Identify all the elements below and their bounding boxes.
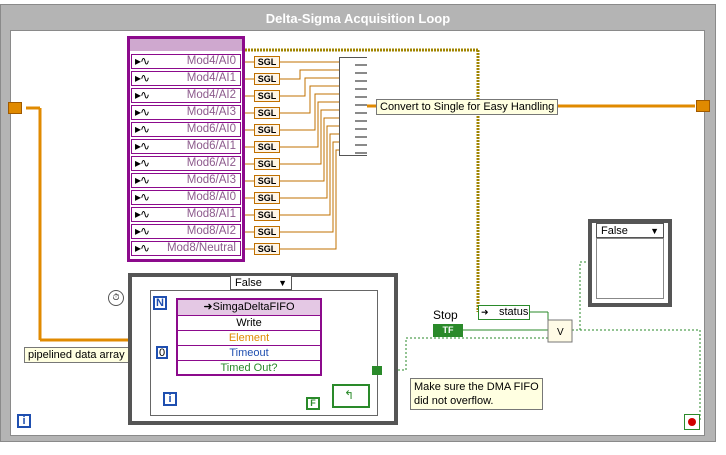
fifo-name-label: SimgaDeltaFIFO (212, 301, 295, 313)
channel-label: Mod6/AI1 (186, 140, 236, 152)
waveform-icon: ▸∿ (135, 156, 150, 170)
fifo-element: Element (178, 330, 320, 346)
waveform-icon: ▸∿ (135, 139, 150, 153)
to-single-node[interactable]: SGL (254, 73, 280, 85)
channel-item[interactable]: ▸∿ Mod6/AI2 (131, 156, 241, 171)
channel-item[interactable]: ▸∿ Mod8/AI1 (131, 207, 241, 222)
fifo-method: Write (178, 315, 320, 331)
comment-pipelined: pipelined data array (24, 347, 129, 363)
waveform-icon: ▸∿ (135, 224, 150, 238)
to-single-node[interactable]: SGL (254, 124, 280, 136)
waveform-icon: ▸∿ (135, 173, 150, 187)
shift-register-left[interactable] (8, 102, 22, 114)
channel-label: Mod4/AI2 (186, 89, 236, 101)
case-structure-2-body (596, 238, 664, 299)
channel-item[interactable]: ▸∿ Mod4/AI3 (131, 105, 241, 120)
channel-label: Mod6/AI2 (186, 157, 236, 169)
comment-convert: Convert to Single for Easy Handling (376, 99, 559, 115)
loop-count-terminal: N (153, 296, 167, 310)
channel-item[interactable]: ▸∿ Mod6/AI3 (131, 173, 241, 188)
channel-label: Mod8/AI2 (186, 225, 236, 237)
channel-label: Mod4/AI1 (186, 72, 236, 84)
channel-item[interactable]: ▸∿ Mod4/AI0 (131, 54, 241, 69)
status-unbundle[interactable]: ➜ status (478, 305, 530, 320)
channel-item[interactable]: ▸∿ Mod8/Neutral (131, 241, 241, 256)
channel-item[interactable]: ▸∿ Mod4/AI1 (131, 71, 241, 86)
timeout-constant[interactable]: 0 (156, 346, 168, 359)
stop-dot-icon (688, 418, 696, 426)
waveform-icon: ▸∿ (135, 207, 150, 221)
case-selector-2[interactable]: False ▼ (596, 223, 664, 238)
to-single-node[interactable]: SGL (254, 226, 280, 238)
channel-label: Mod6/AI3 (186, 174, 236, 186)
loop-iteration-terminal: i (163, 392, 177, 406)
build-array-terminals (355, 58, 367, 155)
channel-label: Mod6/AI0 (186, 123, 236, 135)
to-single-node[interactable]: SGL (254, 141, 280, 153)
channel-wires (241, 61, 339, 250)
while-iteration-terminal: i (17, 414, 31, 428)
channel-item[interactable]: ▸∿ Mod6/AI1 (131, 139, 241, 154)
stop-conditional-terminal[interactable] (684, 414, 700, 430)
case-selector[interactable]: False ▼ (230, 275, 292, 290)
channel-label: Mod4/AI0 (186, 55, 236, 67)
channel-item[interactable]: ▸∿ Mod8/AI0 (131, 190, 241, 205)
to-single-node[interactable]: SGL (254, 192, 280, 204)
case-selector-value: False (235, 277, 262, 289)
waveform-icon: ▸∿ (135, 54, 150, 68)
waveform-icon: ▸∿ (135, 105, 150, 119)
stop-terminal[interactable]: TF (433, 324, 463, 337)
unbundle-arrow-icon: ➜ (481, 307, 489, 317)
case-selector-2-value: False (601, 225, 628, 237)
case-output-tunnel (372, 366, 382, 375)
to-single-node[interactable]: SGL (254, 158, 280, 170)
feedback-arrow-icon: ↰ (344, 388, 355, 402)
fifo-name: ➜SimgaDeltaFIFO (178, 300, 320, 315)
channel-item[interactable]: ▸∿ Mod6/AI0 (131, 122, 241, 137)
selector-2-arrow-icon: ▼ (650, 226, 659, 236)
fifo-timeout: Timeout (178, 345, 320, 361)
to-single-node[interactable]: SGL (254, 90, 280, 102)
compound-or-node (547, 319, 573, 343)
selector-arrow-icon: ▼ (278, 278, 287, 288)
feedback-node[interactable]: ↰ (332, 384, 370, 408)
waveform-icon: ▸∿ (135, 122, 150, 136)
fifo-name-arrow-icon: ➜ (203, 301, 213, 313)
channel-label: Mod8/Neutral (166, 242, 236, 254)
to-single-node[interactable]: SGL (254, 107, 280, 119)
comment-dma: Make sure the DMA FIFO did not overflow. (410, 378, 543, 410)
channel-item[interactable]: ▸∿ Mod8/AI2 (131, 224, 241, 239)
waveform-icon: ▸∿ (135, 241, 150, 255)
to-single-node[interactable]: SGL (254, 175, 280, 187)
false-constant[interactable]: F (306, 397, 320, 410)
waveform-icon: ▸∿ (135, 88, 150, 102)
to-single-node[interactable]: SGL (254, 243, 280, 255)
fifo-timed-out: Timed Out? (178, 360, 320, 376)
channel-label: Mod4/AI3 (186, 106, 236, 118)
io-node-header (130, 39, 242, 51)
waveform-icon: ▸∿ (135, 190, 150, 204)
stop-label: Stop (433, 308, 458, 322)
loop-title: Delta-Sigma Acquisition Loop (265, 11, 451, 26)
channel-label: Mod8/AI1 (186, 208, 236, 220)
channel-label: Mod8/AI0 (186, 191, 236, 203)
compound-or-symbol: V (557, 327, 564, 338)
to-single-node[interactable]: SGL (254, 56, 280, 68)
to-single-node[interactable]: SGL (254, 209, 280, 221)
waveform-icon: ▸∿ (135, 71, 150, 85)
status-label: status (499, 306, 529, 318)
channel-item[interactable]: ▸∿ Mod4/AI2 (131, 88, 241, 103)
shift-register-right[interactable] (696, 100, 710, 112)
timing-icon: ⏱ (108, 290, 124, 306)
